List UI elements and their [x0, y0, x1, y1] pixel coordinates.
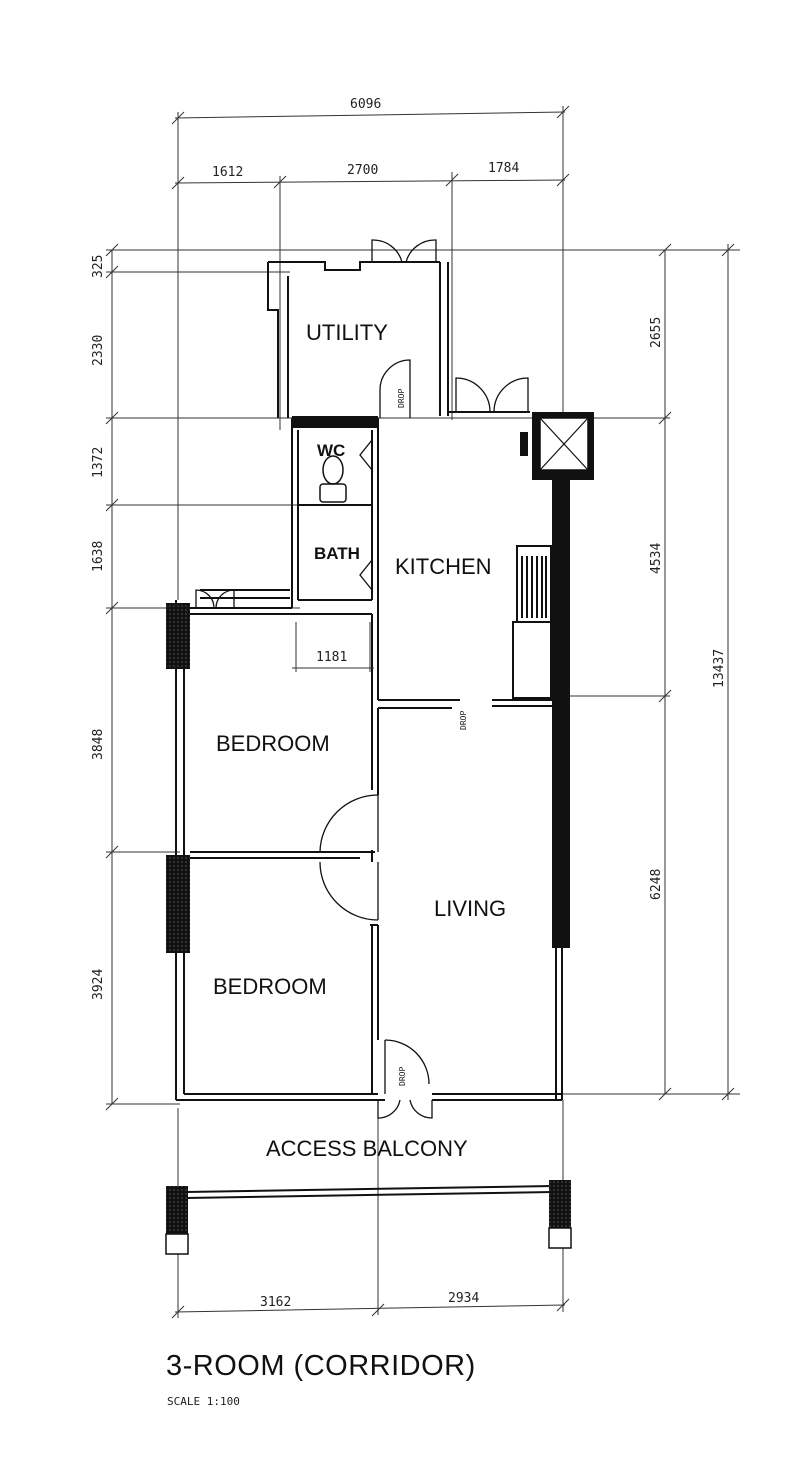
top-dimensions — [171, 105, 570, 600]
doors — [195, 239, 529, 1119]
bottom-dimensions — [171, 1100, 570, 1319]
dim-right-a: 2655 — [649, 317, 664, 348]
room-bedroom-2: BEDROOM — [213, 974, 327, 999]
room-kitchen: KITCHEN — [395, 554, 492, 579]
dim-inner: 1181 — [316, 650, 347, 665]
east-wall — [552, 480, 570, 948]
plan-title: 3-ROOM (CORRIDOR) — [166, 1350, 476, 1382]
room-utility: UTILITY — [306, 320, 388, 345]
room-access-balcony: ACCESS BALCONY — [266, 1136, 468, 1161]
toilet-fixture — [319, 455, 347, 503]
room-bath: BATH — [314, 544, 360, 563]
column-balcony-right — [549, 1180, 571, 1228]
room-wc: WC — [317, 441, 345, 460]
dim-left-a: 325 — [91, 255, 106, 278]
structural-walls — [165, 412, 594, 1255]
column-balcony-left — [166, 1186, 188, 1234]
plan-scale: SCALE 1:100 — [167, 1395, 240, 1408]
dim-left-c: 1372 — [91, 447, 106, 478]
drop-tag-entrance: DROP — [398, 1067, 407, 1086]
dim-right-c: 6248 — [649, 869, 664, 900]
right-dimensions — [555, 243, 740, 1101]
dim-bottom-b: 2934 — [448, 1291, 479, 1306]
dim-top-b: 2700 — [347, 163, 378, 178]
walls — [175, 261, 563, 1199]
dim-top-total: 6096 — [350, 97, 381, 112]
dim-left-f: 3924 — [91, 969, 106, 1000]
dim-left-e: 3848 — [91, 729, 106, 760]
wc-header-wall — [292, 416, 378, 428]
dim-right-total: 13437 — [712, 649, 727, 688]
dim-top-c: 1784 — [488, 161, 519, 176]
dim-left-d: 1638 — [91, 541, 106, 572]
dim-top-a: 1612 — [212, 165, 243, 180]
room-bedroom-1: BEDROOM — [216, 731, 330, 756]
column-left-upper — [166, 603, 190, 669]
room-living: LIVING — [434, 896, 506, 921]
left-dimensions — [105, 243, 740, 1111]
dim-bottom-a: 3162 — [260, 1295, 291, 1310]
dim-left-b: 2330 — [91, 335, 106, 366]
dim-right-b: 4534 — [649, 543, 664, 574]
drop-tag-utility: DROP — [397, 389, 406, 408]
drop-tag-kitchen: DROP — [459, 711, 468, 730]
column-left-lower — [166, 855, 190, 953]
inner-dimension — [292, 622, 374, 672]
